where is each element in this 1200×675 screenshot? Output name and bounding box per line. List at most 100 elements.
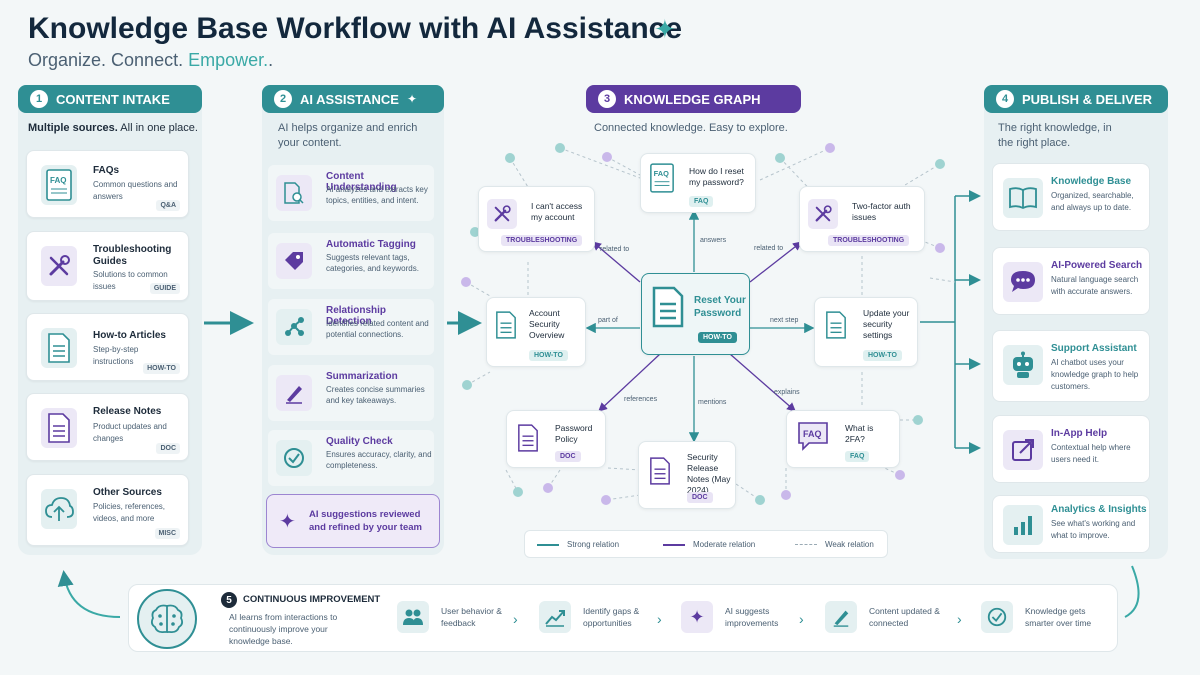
review-text: AI suggestions reviewed and refined by y… [309,509,422,533]
header-label: KNOWLEDGE GRAPH [624,91,761,107]
ai-description: AI helps organize and enrich your conten… [278,122,418,149]
card-title: How-to Articles [93,330,166,341]
graph-node-account-security[interactable]: Account Security Overview HOW-TO [486,297,586,367]
faq-doc-icon: FAQ [649,162,675,199]
card-title: Other Sources [93,487,162,498]
chevron-right-icon: › [799,611,804,627]
check-circle-icon [276,440,312,476]
intake-card-troubleshooting[interactable]: Troubleshooting Guides Solutions to comm… [26,231,189,301]
publish-deliver-column: 4 PUBLISH & DELIVER The right knowledge,… [984,85,1168,559]
intake-card-other-sources[interactable]: Other Sources Policies, references, vide… [26,474,189,546]
tools-icon [808,199,838,229]
graph-node-password-policy[interactable]: Password Policy DOC [506,410,606,468]
publish-knowledge-base[interactable]: Knowledge Base Organized, searchable, an… [992,163,1150,231]
page-title: Knowledge Base Workflow with AI Assistan… [28,12,683,45]
document-icon [495,310,517,345]
ai-item-title: Content Understanding [326,171,397,193]
card-sub: Solutions to common issues [93,270,168,291]
node-title: Password Policy [555,423,593,444]
node-badge: HOW-TO [698,332,737,343]
graph-node-reset-password[interactable]: Reset Your Password HOW-TO [641,273,750,355]
ai-item-content-understanding[interactable]: Content Understanding AI analyzes and ex… [268,165,434,221]
ai-item-title: Quality Check [326,436,393,447]
sparkle-icon: ✦ [654,14,676,44]
faq-doc-icon: FAQ [41,165,77,205]
ai-assistance-header: 2 AI ASSISTANCE ✦ [262,85,444,113]
faq-chat-icon: FAQ [797,421,829,456]
ai-item-sub: Suggests relevant tags, categories, and … [326,253,419,273]
publish-sub: Natural language search with accurate an… [1051,275,1139,296]
node-badge: TROUBLESHOOTING [501,235,583,246]
ai-item-quality-check[interactable]: Quality Check Ensures accuracy, clarity,… [268,430,434,486]
intake-card-howto[interactable]: How-to Articles Step-by-step instruction… [26,313,189,381]
document-icon [649,456,671,491]
legend-line-weak [795,544,817,545]
svg-text:FAQ: FAQ [50,176,66,185]
publish-support-assistant[interactable]: Support Assistant AI chatbot uses your k… [992,330,1150,402]
graph-node-how-reset[interactable]: FAQ How do I reset my password? FAQ [640,153,756,213]
publish-ai-search[interactable]: AI-Powered Search Natural language searc… [992,247,1150,315]
content-intake-header: 1 CONTENT INTAKE [18,85,202,113]
graph-description: Connected knowledge. Easy to explore. [594,122,788,134]
ai-item-sub: Identifies related content and potential… [326,319,429,339]
publish-title: AI-Powered Search [1051,260,1143,271]
intake-card-release-notes[interactable]: Release Notes Product updates and change… [26,393,189,461]
publish-title: Knowledge Base [1051,176,1132,187]
graph-node-what-is-2fa[interactable]: FAQ What is 2FA? FAQ [786,410,900,468]
edit-icon [825,601,857,633]
node-title: Two-factor auth issues [852,201,911,222]
card-title: Release Notes [93,406,162,417]
loop-arrow-left [57,570,121,618]
ai-item-relationship-detection[interactable]: Relationship Detection Identifies relate… [268,299,434,355]
step-number: 1 [30,90,48,108]
node-title: Reset Your Password [694,295,746,319]
intake-card-faqs[interactable]: FAQ FAQs Common questions and answers Q&… [26,150,189,218]
document-icon [652,286,684,333]
publish-sub: Contextual help where users need it. [1051,443,1131,464]
intake-description: Multiple sources. All in one place. [28,121,202,136]
node-title: What is 2FA? [845,423,874,444]
pen-icon [276,375,312,411]
graph-node-cant-access[interactable]: I can't access my account TROUBLESHOOTIN… [478,186,595,252]
ai-item-title: Automatic Tagging [326,239,416,250]
publish-description: The right knowledge, in the right place. [998,122,1112,149]
card-title: Troubleshooting Guides [93,244,172,267]
sparkle-icon: ✦ [279,511,296,533]
graph-node-update-settings[interactable]: Update your security settings HOW-TO [814,297,918,367]
edge-label-mentions: mentions [698,399,727,406]
ai-review-banner: ✦ AI suggestions reviewed and refined by… [266,494,440,548]
edge-label-explains: explains [774,389,800,396]
publish-in-app-help[interactable]: In-App Help Contextual help where users … [992,415,1150,483]
publish-sub: Organized, searchable, and always up to … [1051,191,1134,212]
svg-text:FAQ: FAQ [803,429,822,439]
graph-legend: Strong relation Moderate relation Weak r… [524,530,888,558]
node-badge: TROUBLESHOOTING [828,235,910,246]
ai-item-summarization[interactable]: Summarization Creates concise summaries … [268,365,434,421]
cloud-upload-icon [41,489,77,529]
continuous-improvement-bar: 5 CONTINUOUS IMPROVEMENT AI learns from … [128,584,1118,652]
ai-item-automatic-tagging[interactable]: Automatic Tagging Suggests relevant tags… [268,233,434,289]
improvement-title: CONTINUOUS IMPROVEMENT [243,594,381,605]
edge-label-answers: answers [700,237,727,244]
node-title: Security Release Notes (May 2024) [687,452,731,495]
edge-label-references: references [624,396,658,403]
node-badge: FAQ [845,451,870,462]
publish-analytics[interactable]: Analytics & Insights See what's working … [992,495,1150,553]
node-badge: HOW-TO [529,350,568,361]
external-link-icon [1003,430,1043,470]
graph-node-twofa-issues[interactable]: Two-factor auth issues TROUBLESHOOTING [799,186,925,252]
page-subtitle: Organize. Connect. Empower.. [28,50,274,70]
edge-label-part-of: part of [598,317,618,324]
sparkle-icon: ✦ [681,601,713,633]
loop-arc-right [1124,565,1140,618]
legend-moderate: Moderate relation [693,540,756,549]
peripheral-dots [461,143,945,505]
publish-title: In-App Help [1051,428,1108,439]
book-icon [1003,178,1043,218]
sparkle-icon: ✦ [406,92,418,106]
graph-node-release-notes[interactable]: Security Release Notes (May 2024) DOC [638,441,736,509]
publish-title: Analytics & Insights [1051,504,1147,515]
card-sub: Policies, references, videos, and more [93,502,166,523]
chevron-right-icon: › [513,611,518,627]
users-icon [397,601,429,633]
